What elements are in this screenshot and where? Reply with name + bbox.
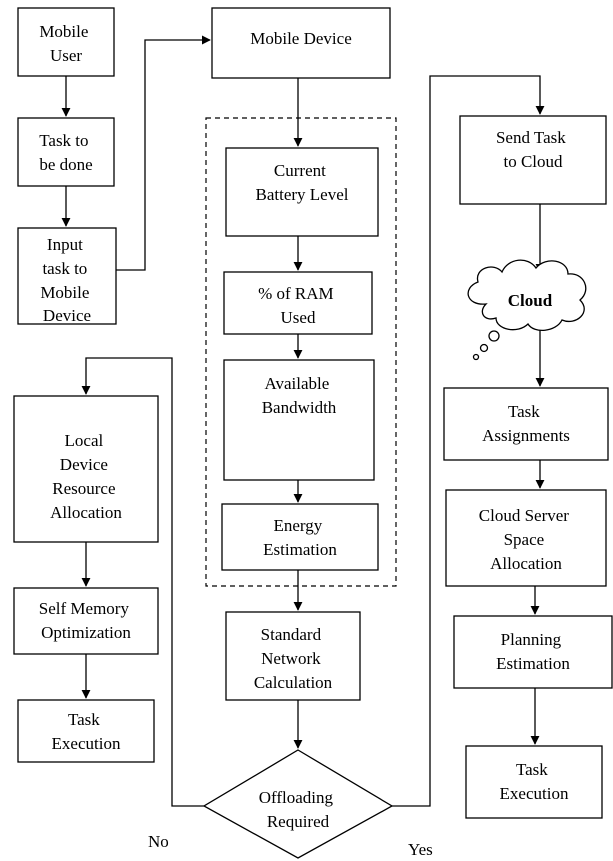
task-execution-right-box: [465, 745, 603, 819]
mobile-user-box: [17, 7, 115, 77]
bandwidth-box: [223, 359, 375, 481]
edge-label-no: No: [148, 832, 169, 851]
edge-label-yes: Yes: [408, 840, 433, 859]
energy-estimation-box: [221, 503, 379, 571]
battery-level-label: Current Battery Level: [256, 161, 349, 204]
cloud-icon: [467, 259, 587, 361]
mobile-device-box: [211, 7, 391, 79]
offloading-decision-label: Offloading Required: [259, 788, 338, 831]
arrow-input-to-device: [116, 35, 211, 271]
ram-used-label: % of RAM Used: [258, 284, 338, 327]
mobile-user-label: Mobile User: [39, 22, 92, 65]
local-resource-label: Local Device Resource Allocation: [50, 431, 122, 522]
self-memory-label: Self Memory Optimization: [39, 599, 133, 642]
send-task-label: Send Task to Cloud: [496, 128, 570, 171]
input-task-box: [17, 227, 117, 325]
arrow-yes-to-send-task: [392, 75, 545, 807]
connectors: [61, 35, 545, 807]
bandwidth-label: Available Bandwidth: [262, 374, 337, 417]
planning-estimation-label: Planning Estimation: [496, 630, 570, 673]
task-assignments-label: Task Assignments: [482, 402, 570, 445]
task-execution-left-box: [17, 699, 155, 763]
device-metrics-group: [205, 117, 397, 587]
mobile-device-label: Mobile Device: [250, 29, 352, 48]
task-to-be-done-box: [17, 117, 115, 187]
self-memory-box: [13, 587, 159, 655]
send-task-box: [459, 115, 607, 205]
planning-estimation-box: [453, 615, 613, 689]
local-resource-box: [13, 395, 159, 543]
energy-estimation-label: Energy Estimation: [263, 516, 337, 559]
input-task-label: Input task to Mobile Device: [40, 235, 93, 325]
network-calculation-box: [225, 611, 361, 701]
task-assignments-box: [443, 387, 609, 461]
server-space-label: Cloud Server Space Allocation: [479, 506, 573, 573]
ram-used-box: [223, 271, 373, 335]
task-execution-right-label: Task Execution: [500, 760, 569, 803]
battery-level-box: [225, 147, 379, 237]
arrow-no-to-local: [81, 357, 204, 807]
task-execution-left-label: Task Execution: [52, 710, 121, 753]
offloading-decision-diamond: [202, 749, 394, 859]
cloud-label: Cloud: [508, 291, 553, 310]
network-calculation-label: Standard Network Calculation: [254, 625, 333, 692]
task-to-be-done-label: Task to be done: [39, 131, 93, 174]
server-space-box: [445, 489, 607, 587]
